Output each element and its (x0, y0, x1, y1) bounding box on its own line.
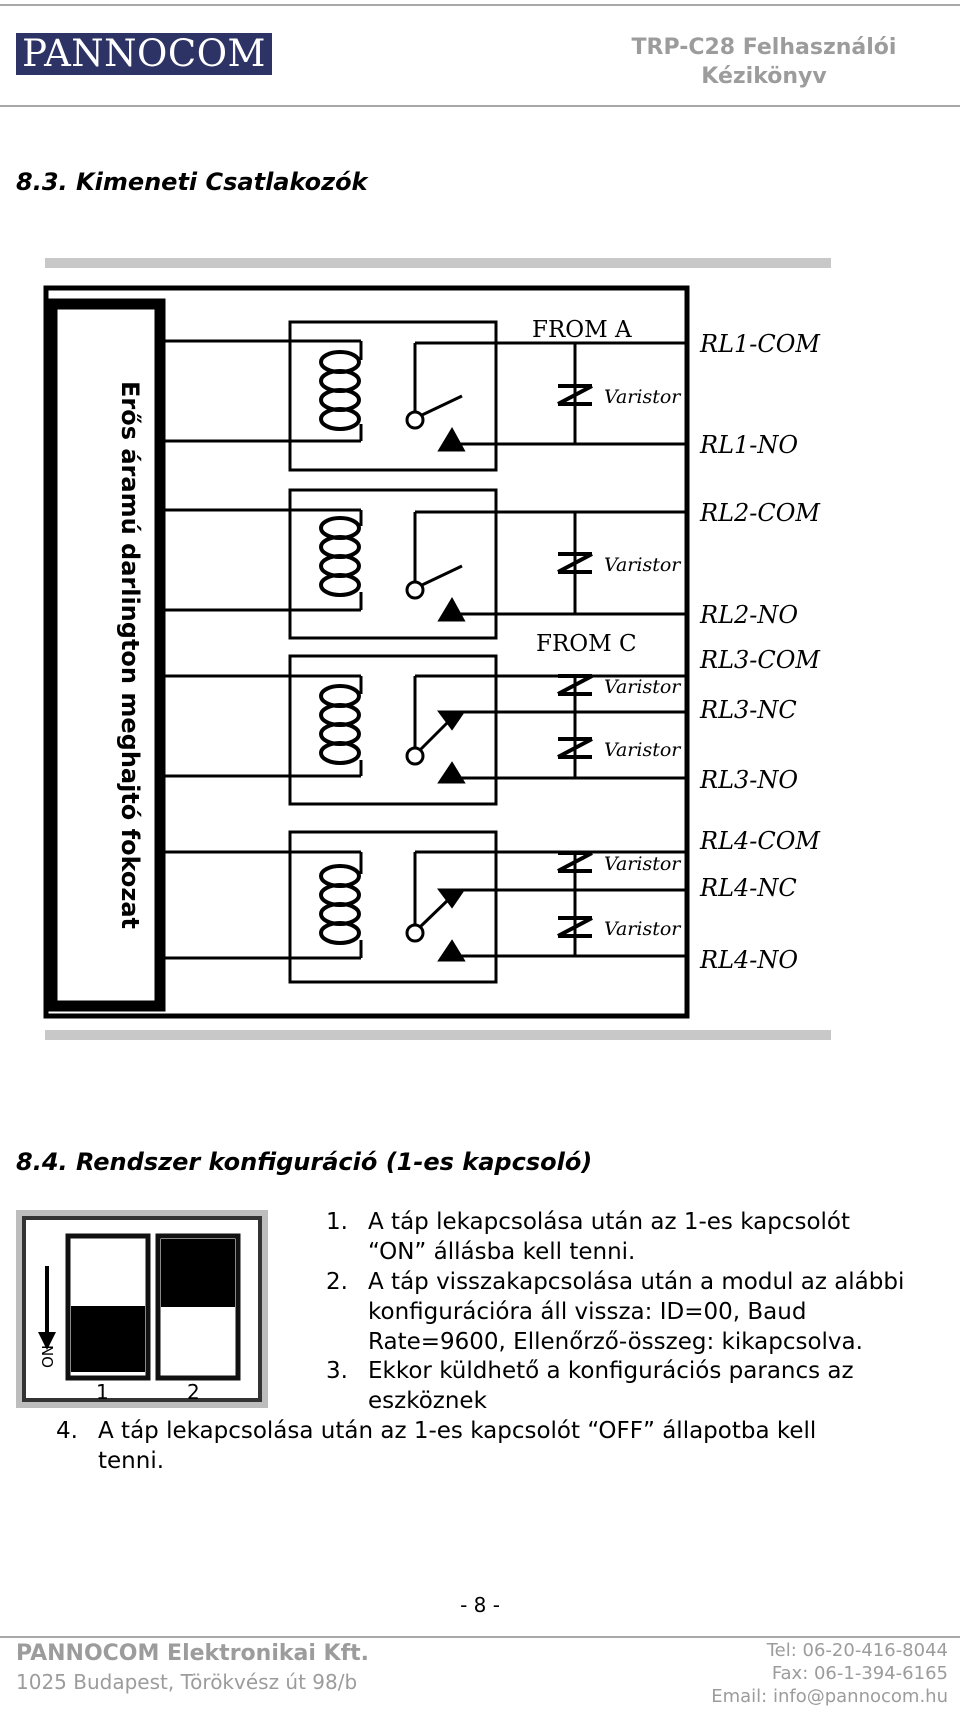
section-heading-8-3: 8.3. Kimeneti Csatlakozók (16, 168, 368, 196)
dip-switch-1-lever (71, 1306, 145, 1372)
relay-contact-1 (405, 341, 687, 452)
dip-switch-2-lever (161, 1239, 235, 1307)
terminal-label: RL1-NO (699, 431, 798, 459)
driver-label: Erős áramú darlington meghajtó fokozat (116, 381, 144, 929)
top-rule (0, 4, 960, 6)
diagram-top-bar (45, 258, 831, 268)
terminal-label: RL3-COM (699, 646, 821, 674)
relay-contact-3 (405, 674, 687, 784)
form-c-label: FROM C (536, 631, 637, 657)
dip-switch-image: ON 1 2 (16, 1210, 268, 1408)
coil-wires (162, 339, 363, 960)
list-text: A táp lekapcsolása után az 1-es kapcsoló… (368, 1209, 851, 1235)
varistor-label: Varistor (604, 918, 682, 940)
terminal-label: RL4-NC (699, 874, 797, 902)
list-number: 4. (56, 1418, 78, 1444)
list-number: 1. (326, 1209, 348, 1235)
footer-rule (0, 1636, 960, 1638)
relay-coil-2 (319, 516, 361, 597)
varistor-gap (563, 826, 587, 836)
diagram-bottom-bar (45, 1030, 831, 1040)
list-text: A táp visszakapcsolása után a modul az a… (368, 1269, 905, 1295)
company-logo: PANNOCOM (16, 33, 272, 75)
relay-box-1 (288, 320, 498, 472)
relay-box-3 (288, 654, 498, 806)
switch-2-label: 2 (187, 1380, 200, 1404)
terminal-label: RL3-NO (699, 766, 798, 794)
varistor-label: Varistor (604, 739, 682, 761)
list-number: 2. (326, 1269, 348, 1295)
list-text: tenni. (98, 1448, 165, 1474)
list-number: 3. (326, 1358, 348, 1384)
list-text: eszköznek (368, 1388, 487, 1414)
on-arrow-icon (38, 1332, 56, 1350)
relay-box-4 (288, 830, 498, 984)
varistor-label: Varistor (604, 853, 682, 875)
footer-fax: Fax: 06-1-394-6165 (771, 1663, 948, 1684)
terminal-label: RL2-COM (699, 499, 821, 527)
terminal-label: RL4-NO (699, 946, 798, 974)
diagram-frame (43, 285, 690, 1019)
varistor-label: Varistor (604, 676, 682, 698)
header-rule (0, 105, 960, 107)
page-number: - 8 - (460, 1593, 500, 1617)
footer-company: PANNOCOM Elektronikai Kft. (16, 1641, 370, 1666)
form-a-label: FROM A (532, 317, 632, 343)
terminal-label: RL3-NC (699, 696, 797, 724)
switch-1-label: 1 (96, 1380, 109, 1404)
varistor-label: Varistor (604, 554, 682, 576)
list-text: “ON” állásba kell tenni. (368, 1239, 636, 1265)
footer-address: 1025 Budapest, Törökvész út 98/b (16, 1670, 358, 1694)
terminal-label: RL4-COM (699, 827, 821, 855)
relay-coil-1 (319, 350, 361, 431)
list-text: Ekkor küldhető a konfigurációs parancs a… (368, 1358, 854, 1384)
switch-on-label: ON (39, 1345, 57, 1368)
relay-coil-4 (319, 864, 361, 945)
relay-contact-4 (405, 850, 687, 962)
relay-box-2 (288, 488, 498, 640)
list-text: Rate=9600, Ellenőrző-összeg: kikapcsolva… (368, 1329, 863, 1355)
footer-email: Email: info@pannocom.hu (711, 1686, 948, 1707)
varistor-label: Varistor (604, 386, 682, 408)
section-heading-8-4: 8.4. Rendszer konfiguráció (1-es kapcsol… (16, 1148, 593, 1176)
relay-coil-3 (319, 684, 361, 765)
terminal-label: RL1-COM (699, 330, 821, 358)
relay-contact-2 (405, 510, 687, 622)
terminal-label: RL2-NO (699, 601, 798, 629)
footer-tel: Tel: 06-20-416-8044 (766, 1640, 948, 1661)
list-text: A táp lekapcsolása után az 1-es kapcsoló… (98, 1418, 817, 1444)
document-title: TRP-C28 Felhasználói Kézikönyv (631, 35, 897, 89)
list-text: konfigurációra áll vissza: ID=00, Baud (368, 1299, 807, 1325)
driver-block (46, 298, 166, 1012)
